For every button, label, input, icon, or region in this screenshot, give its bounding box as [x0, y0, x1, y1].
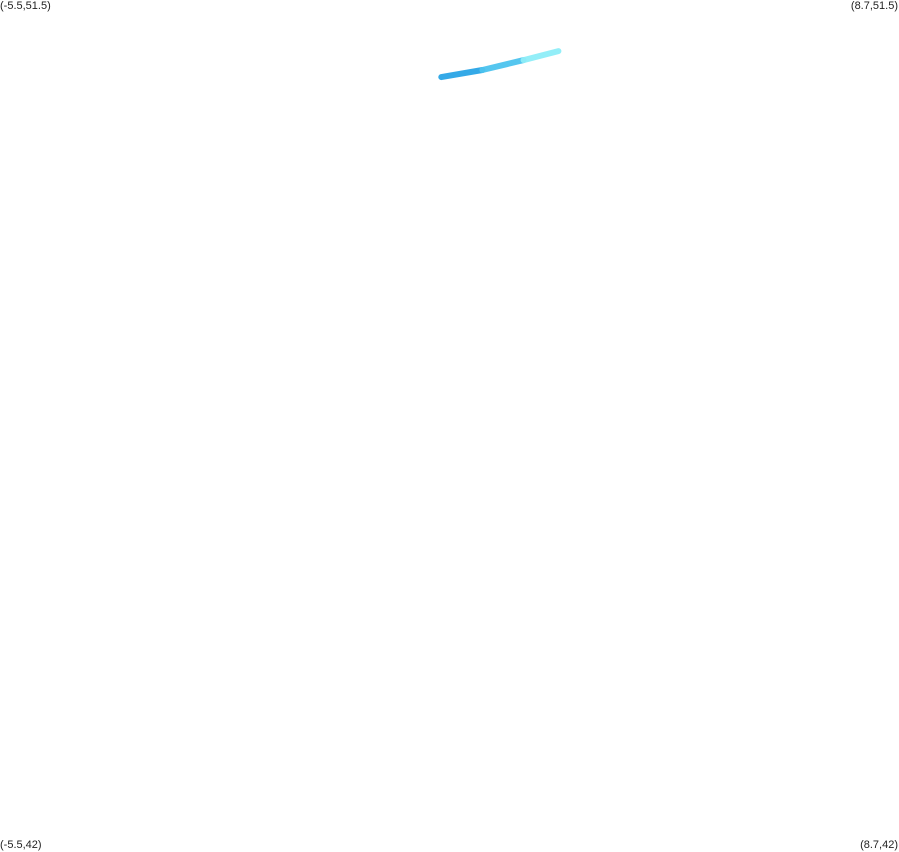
track-segment-2	[479, 57, 527, 73]
corner-coordinate-bottom-left: (-5.5,42)	[0, 839, 42, 851]
corner-coordinate-top-left: (-5.5,51.5)	[0, 0, 51, 12]
corner-coordinate-top-right: (8.7,51.5)	[850, 0, 898, 12]
corner-coordinate-bottom-right: (8.7,42)	[860, 839, 898, 851]
track-segment-1	[438, 67, 486, 81]
track-layer	[438, 48, 562, 81]
track-segment-3	[520, 48, 562, 64]
